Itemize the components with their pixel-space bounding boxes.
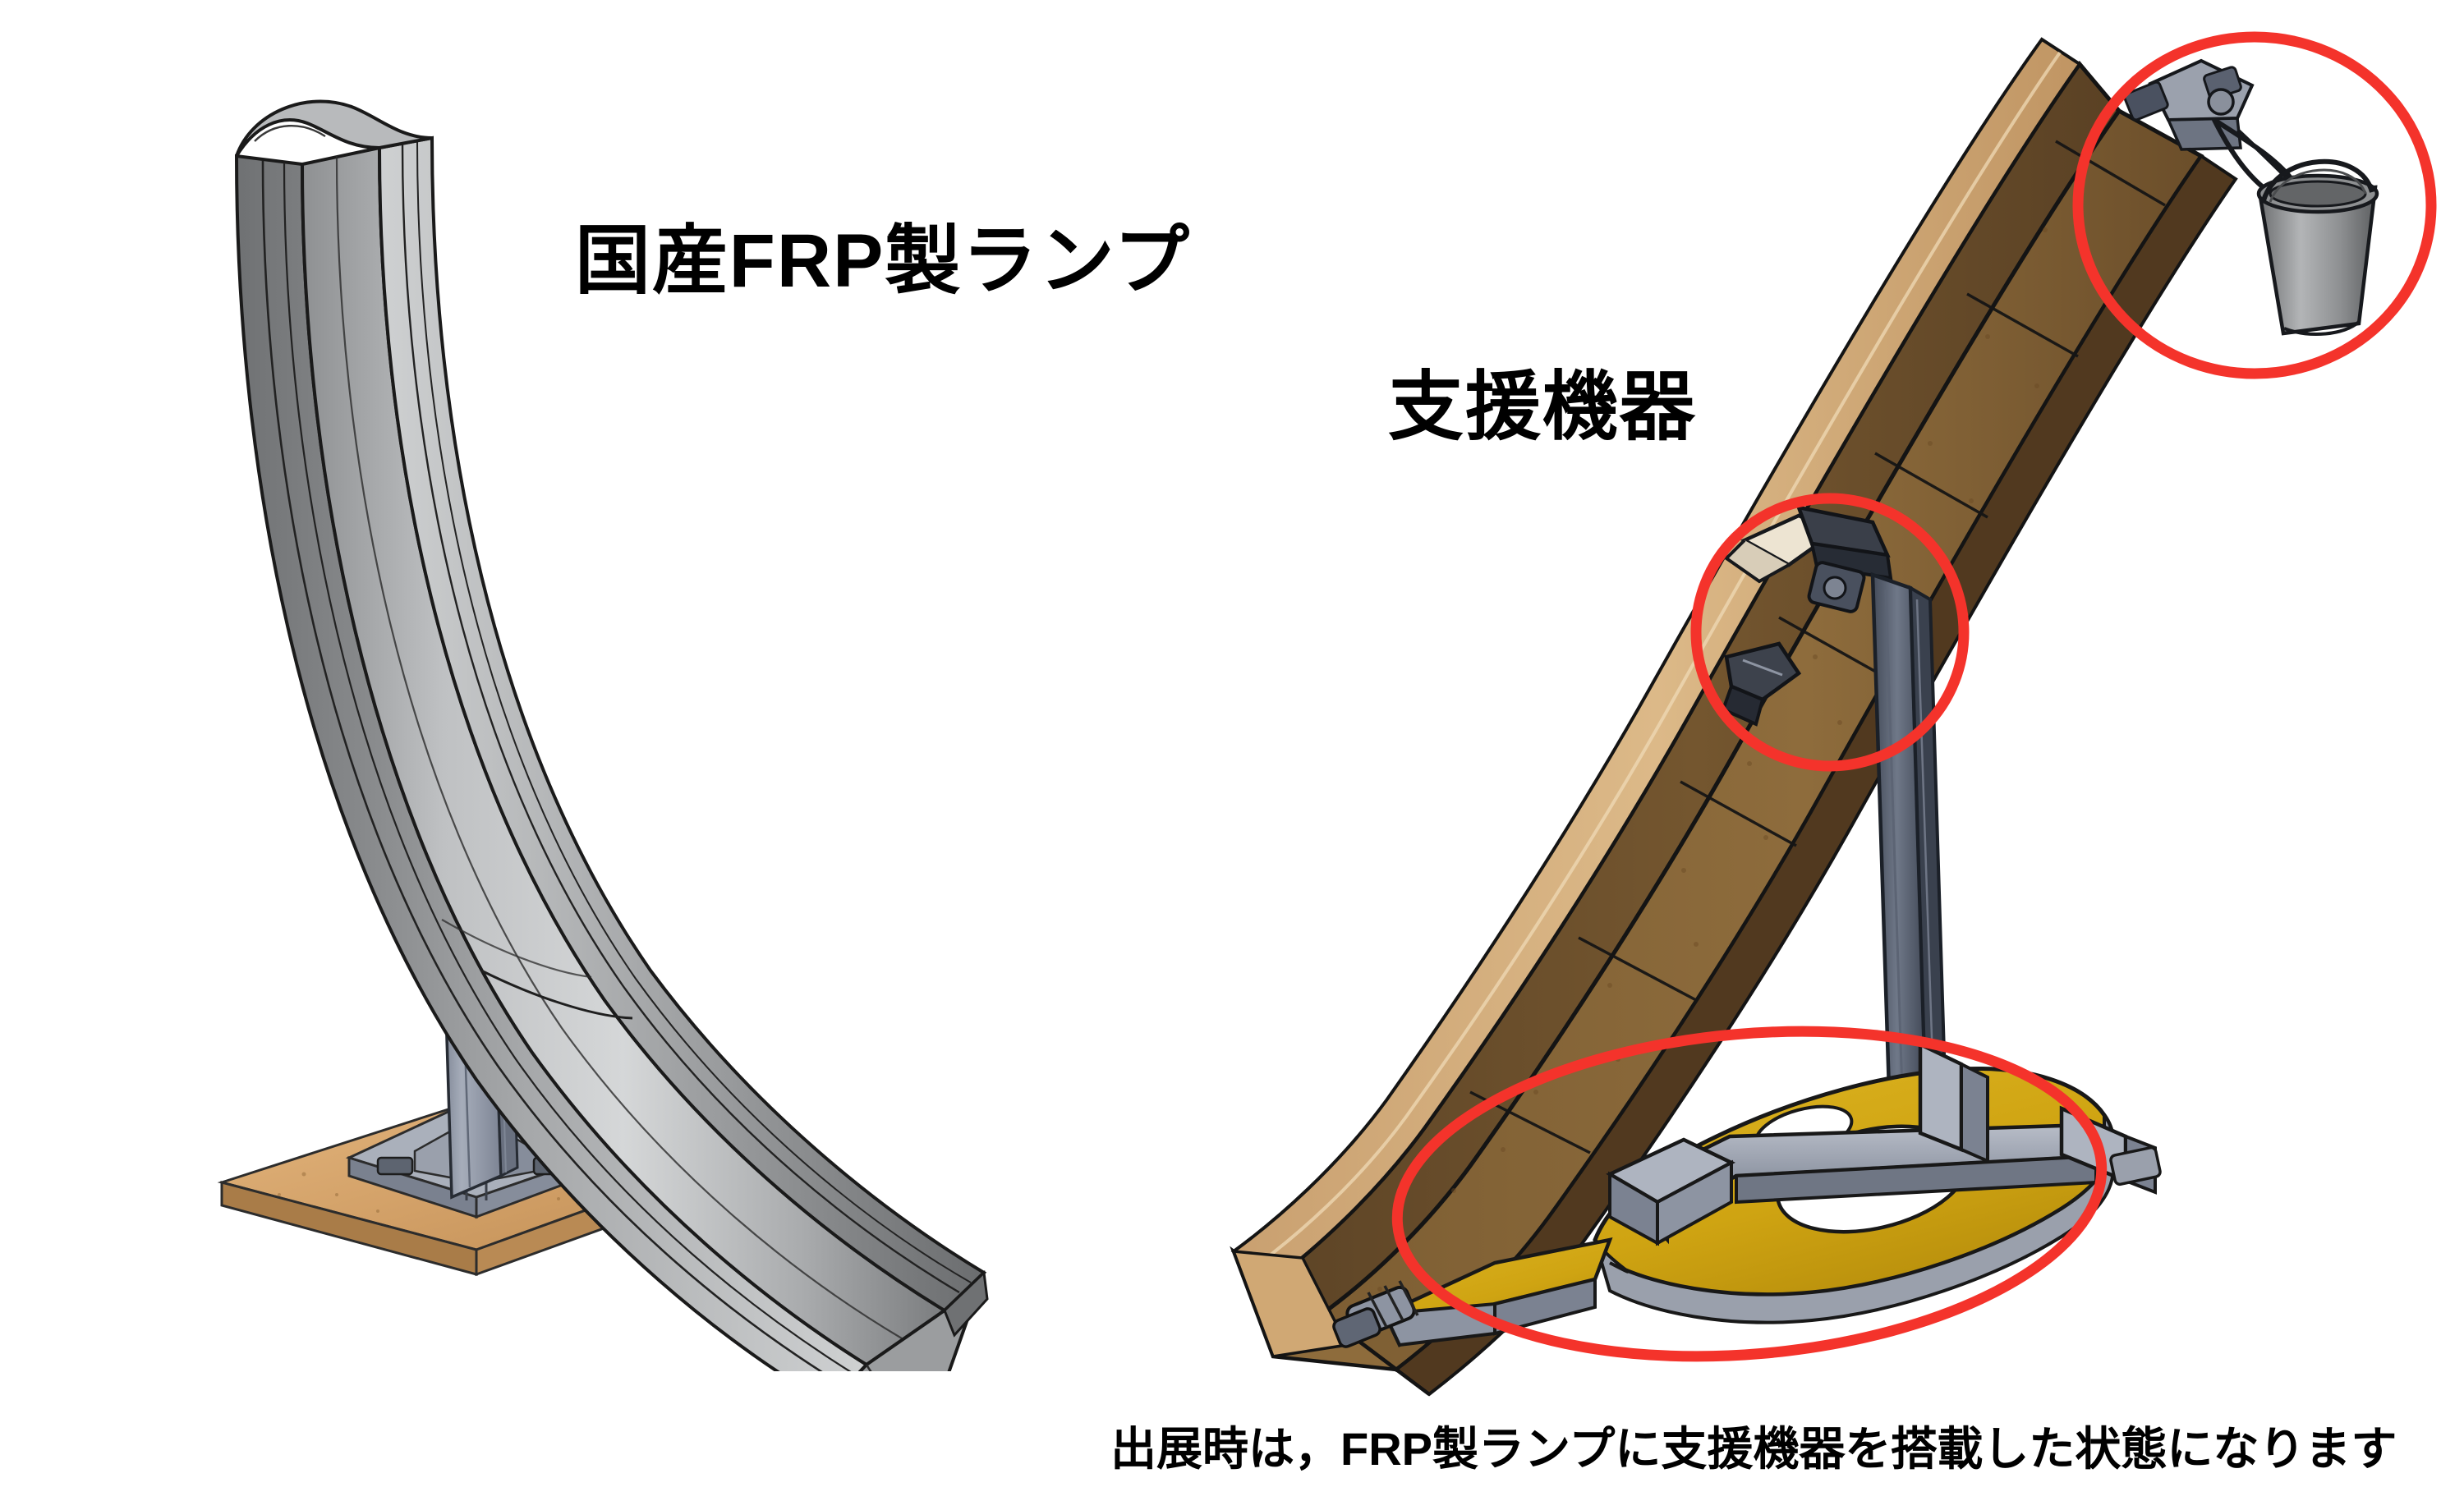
support-device-figure — [1224, 33, 2456, 1412]
slide-caption: 出展時は，FRP製ランプに支援機器を搭載した状態になります — [1110, 1423, 2397, 1475]
bucket — [2256, 158, 2379, 336]
page-title-frp-ramp: 国産FRP製ランプ — [575, 219, 1191, 303]
frp-curved-channel — [234, 99, 989, 1371]
frp-ramp-figure — [205, 90, 1027, 1371]
page-title-support-device: 支援機器 — [1388, 365, 1697, 449]
